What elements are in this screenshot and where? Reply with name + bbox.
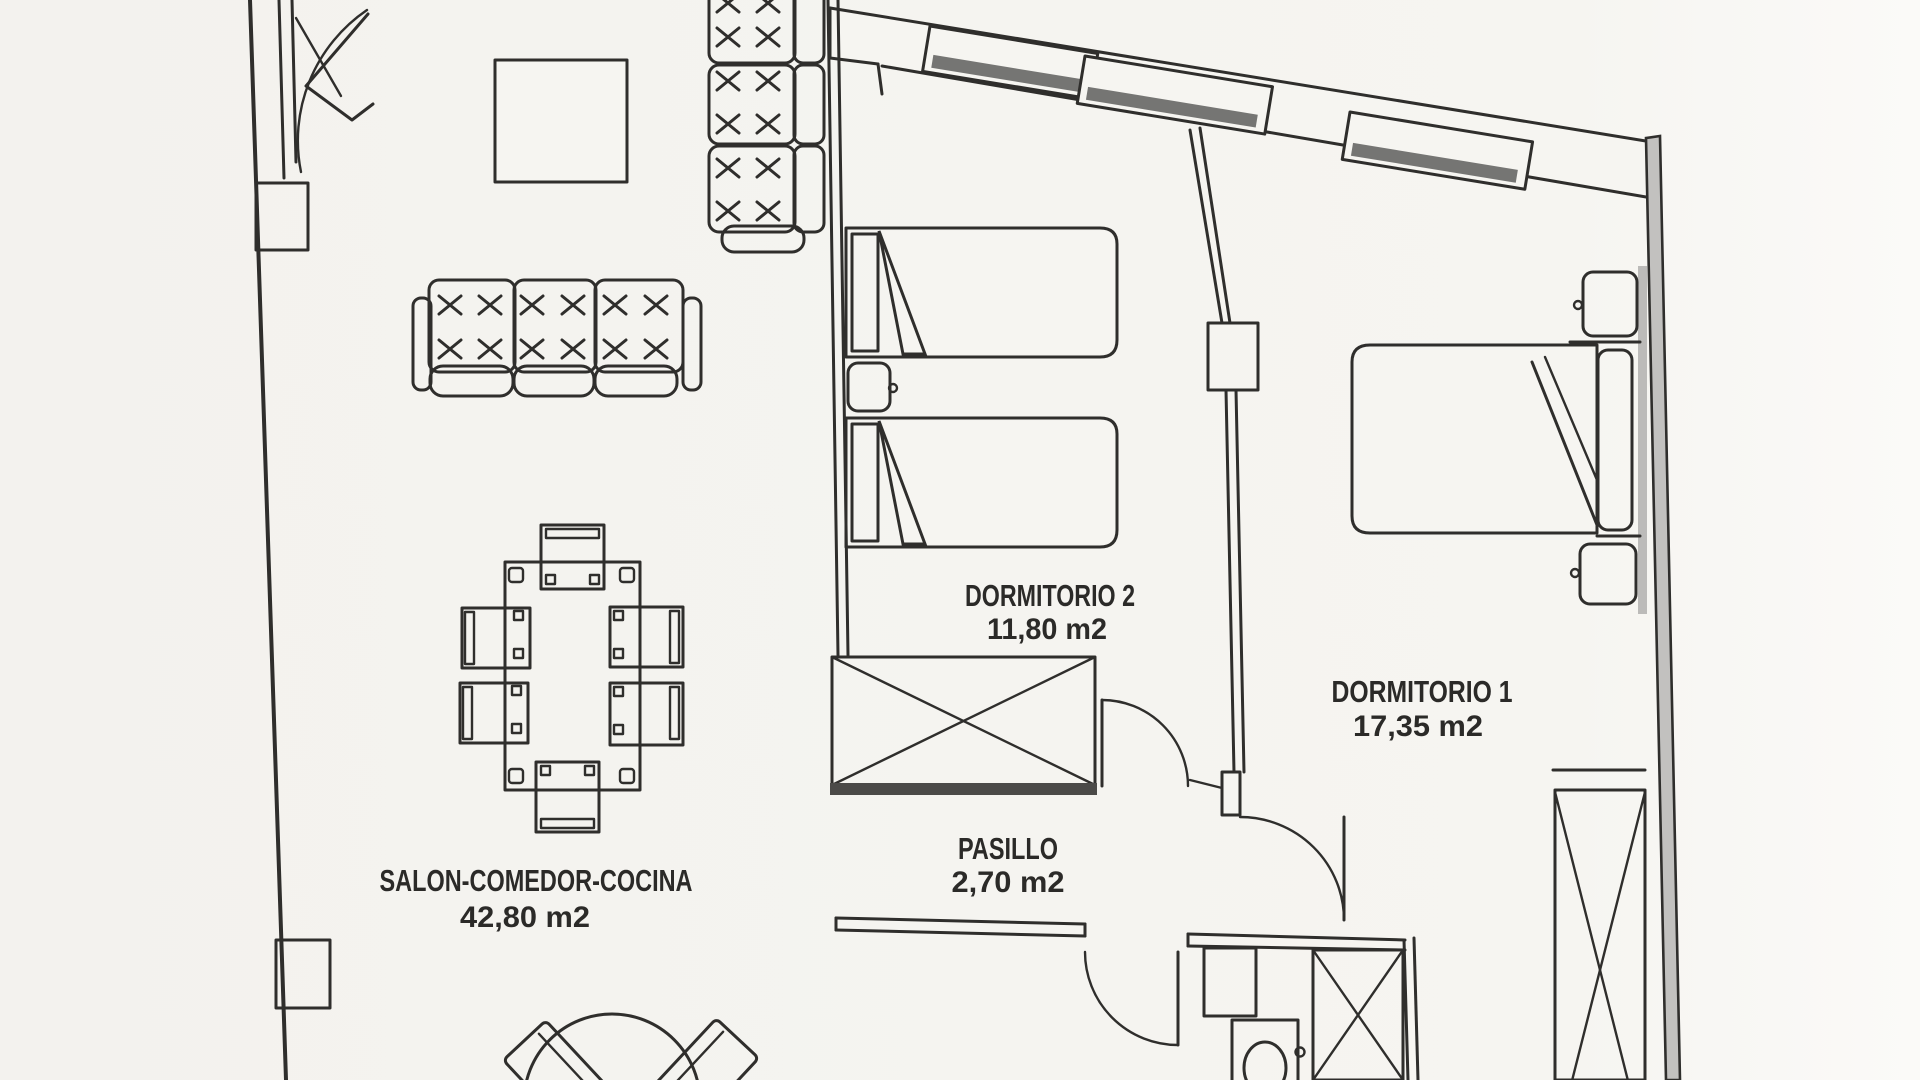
dining-chair bbox=[608, 681, 685, 747]
window bbox=[1075, 54, 1275, 136]
walls bbox=[248, 0, 1682, 1080]
entry-door bbox=[277, 0, 375, 180]
bed-mattress bbox=[885, 421, 1117, 544]
bed-mattress bbox=[885, 231, 1117, 354]
door-arc bbox=[1100, 698, 1190, 788]
nightstand bbox=[1572, 270, 1639, 338]
sofa-armrest bbox=[411, 296, 433, 392]
column bbox=[1206, 321, 1260, 392]
bed-single bbox=[844, 416, 1119, 549]
bed-pillow bbox=[850, 422, 880, 543]
window-glazing bbox=[1350, 142, 1518, 183]
room-labels: SALON-COMEDOR-COCINA 42,80 m2 DORMITORIO… bbox=[380, 578, 1513, 934]
dining-chair bbox=[534, 760, 601, 834]
sofa-x-marks bbox=[715, 0, 781, 222]
bed-pillow bbox=[850, 232, 880, 353]
bed-single bbox=[844, 226, 1119, 359]
bed-pillow bbox=[1596, 348, 1634, 532]
dining-chair bbox=[458, 681, 530, 745]
sofa-horizontal bbox=[411, 278, 703, 398]
window-glazing bbox=[931, 54, 1086, 93]
bed-mattress bbox=[1352, 345, 1597, 533]
window bbox=[1340, 110, 1535, 191]
room-label-dormitorio1: DORMITORIO 1 bbox=[1332, 674, 1513, 709]
wardrobe bbox=[1551, 768, 1647, 1080]
bed-fold bbox=[877, 420, 928, 546]
fan-chair bbox=[640, 1019, 759, 1080]
door-dormitorio1 bbox=[1188, 770, 1346, 922]
dining-set bbox=[458, 523, 685, 834]
door-arc bbox=[1083, 950, 1180, 1047]
nightstand bbox=[1569, 542, 1638, 606]
kitchen-table bbox=[493, 58, 629, 184]
round-table bbox=[525, 1012, 699, 1080]
wall-dorm2-dorm1 bbox=[1188, 126, 1246, 774]
room-label-salon: SALON-COMEDOR-COCINA bbox=[380, 863, 693, 898]
door-bathroom bbox=[1083, 950, 1180, 1047]
wardrobe bbox=[830, 655, 1097, 795]
wall-hatch bbox=[1638, 266, 1647, 614]
bed-double bbox=[1350, 340, 1642, 538]
sofa-vertical bbox=[707, 0, 826, 254]
column bbox=[254, 181, 310, 252]
sofa-armrest bbox=[720, 224, 806, 254]
entry-door-leaf bbox=[304, 12, 375, 122]
round-table-set bbox=[503, 1012, 759, 1080]
dining-chair bbox=[608, 605, 685, 669]
dining-chair bbox=[460, 606, 532, 670]
fan-chair bbox=[503, 1021, 622, 1080]
wardrobe bbox=[1311, 948, 1405, 1080]
nightstand bbox=[846, 361, 899, 413]
window-glazing bbox=[1085, 86, 1258, 128]
room-area-pasillo: 2,70 m2 bbox=[952, 866, 1065, 899]
room-area-dormitorio2: 11,80 m2 bbox=[987, 613, 1107, 646]
wall-bathroom bbox=[1186, 932, 1420, 1080]
right-wall bbox=[1644, 134, 1682, 1080]
door-dormitorio2 bbox=[1100, 698, 1190, 788]
toilet bbox=[1230, 1018, 1306, 1080]
sofa-cushion bbox=[593, 364, 679, 398]
wall-pasillo-south bbox=[834, 916, 1087, 938]
left-wall bbox=[248, 0, 288, 1080]
bed-fold bbox=[877, 230, 928, 356]
door-arc bbox=[1238, 815, 1346, 922]
room-area-salon: 42,80 m2 bbox=[460, 901, 590, 934]
wardrobe-wall-bar bbox=[830, 783, 1097, 795]
room-area-dormitorio1: 17,35 m2 bbox=[1353, 710, 1483, 743]
dining-chair bbox=[539, 523, 606, 591]
column bbox=[274, 938, 332, 1010]
dining-table bbox=[503, 560, 642, 792]
room-label-pasillo: PASILLO bbox=[958, 831, 1058, 866]
room-label-dormitorio2: DORMITORIO 2 bbox=[965, 578, 1135, 613]
sofa-x-marks bbox=[437, 294, 669, 360]
